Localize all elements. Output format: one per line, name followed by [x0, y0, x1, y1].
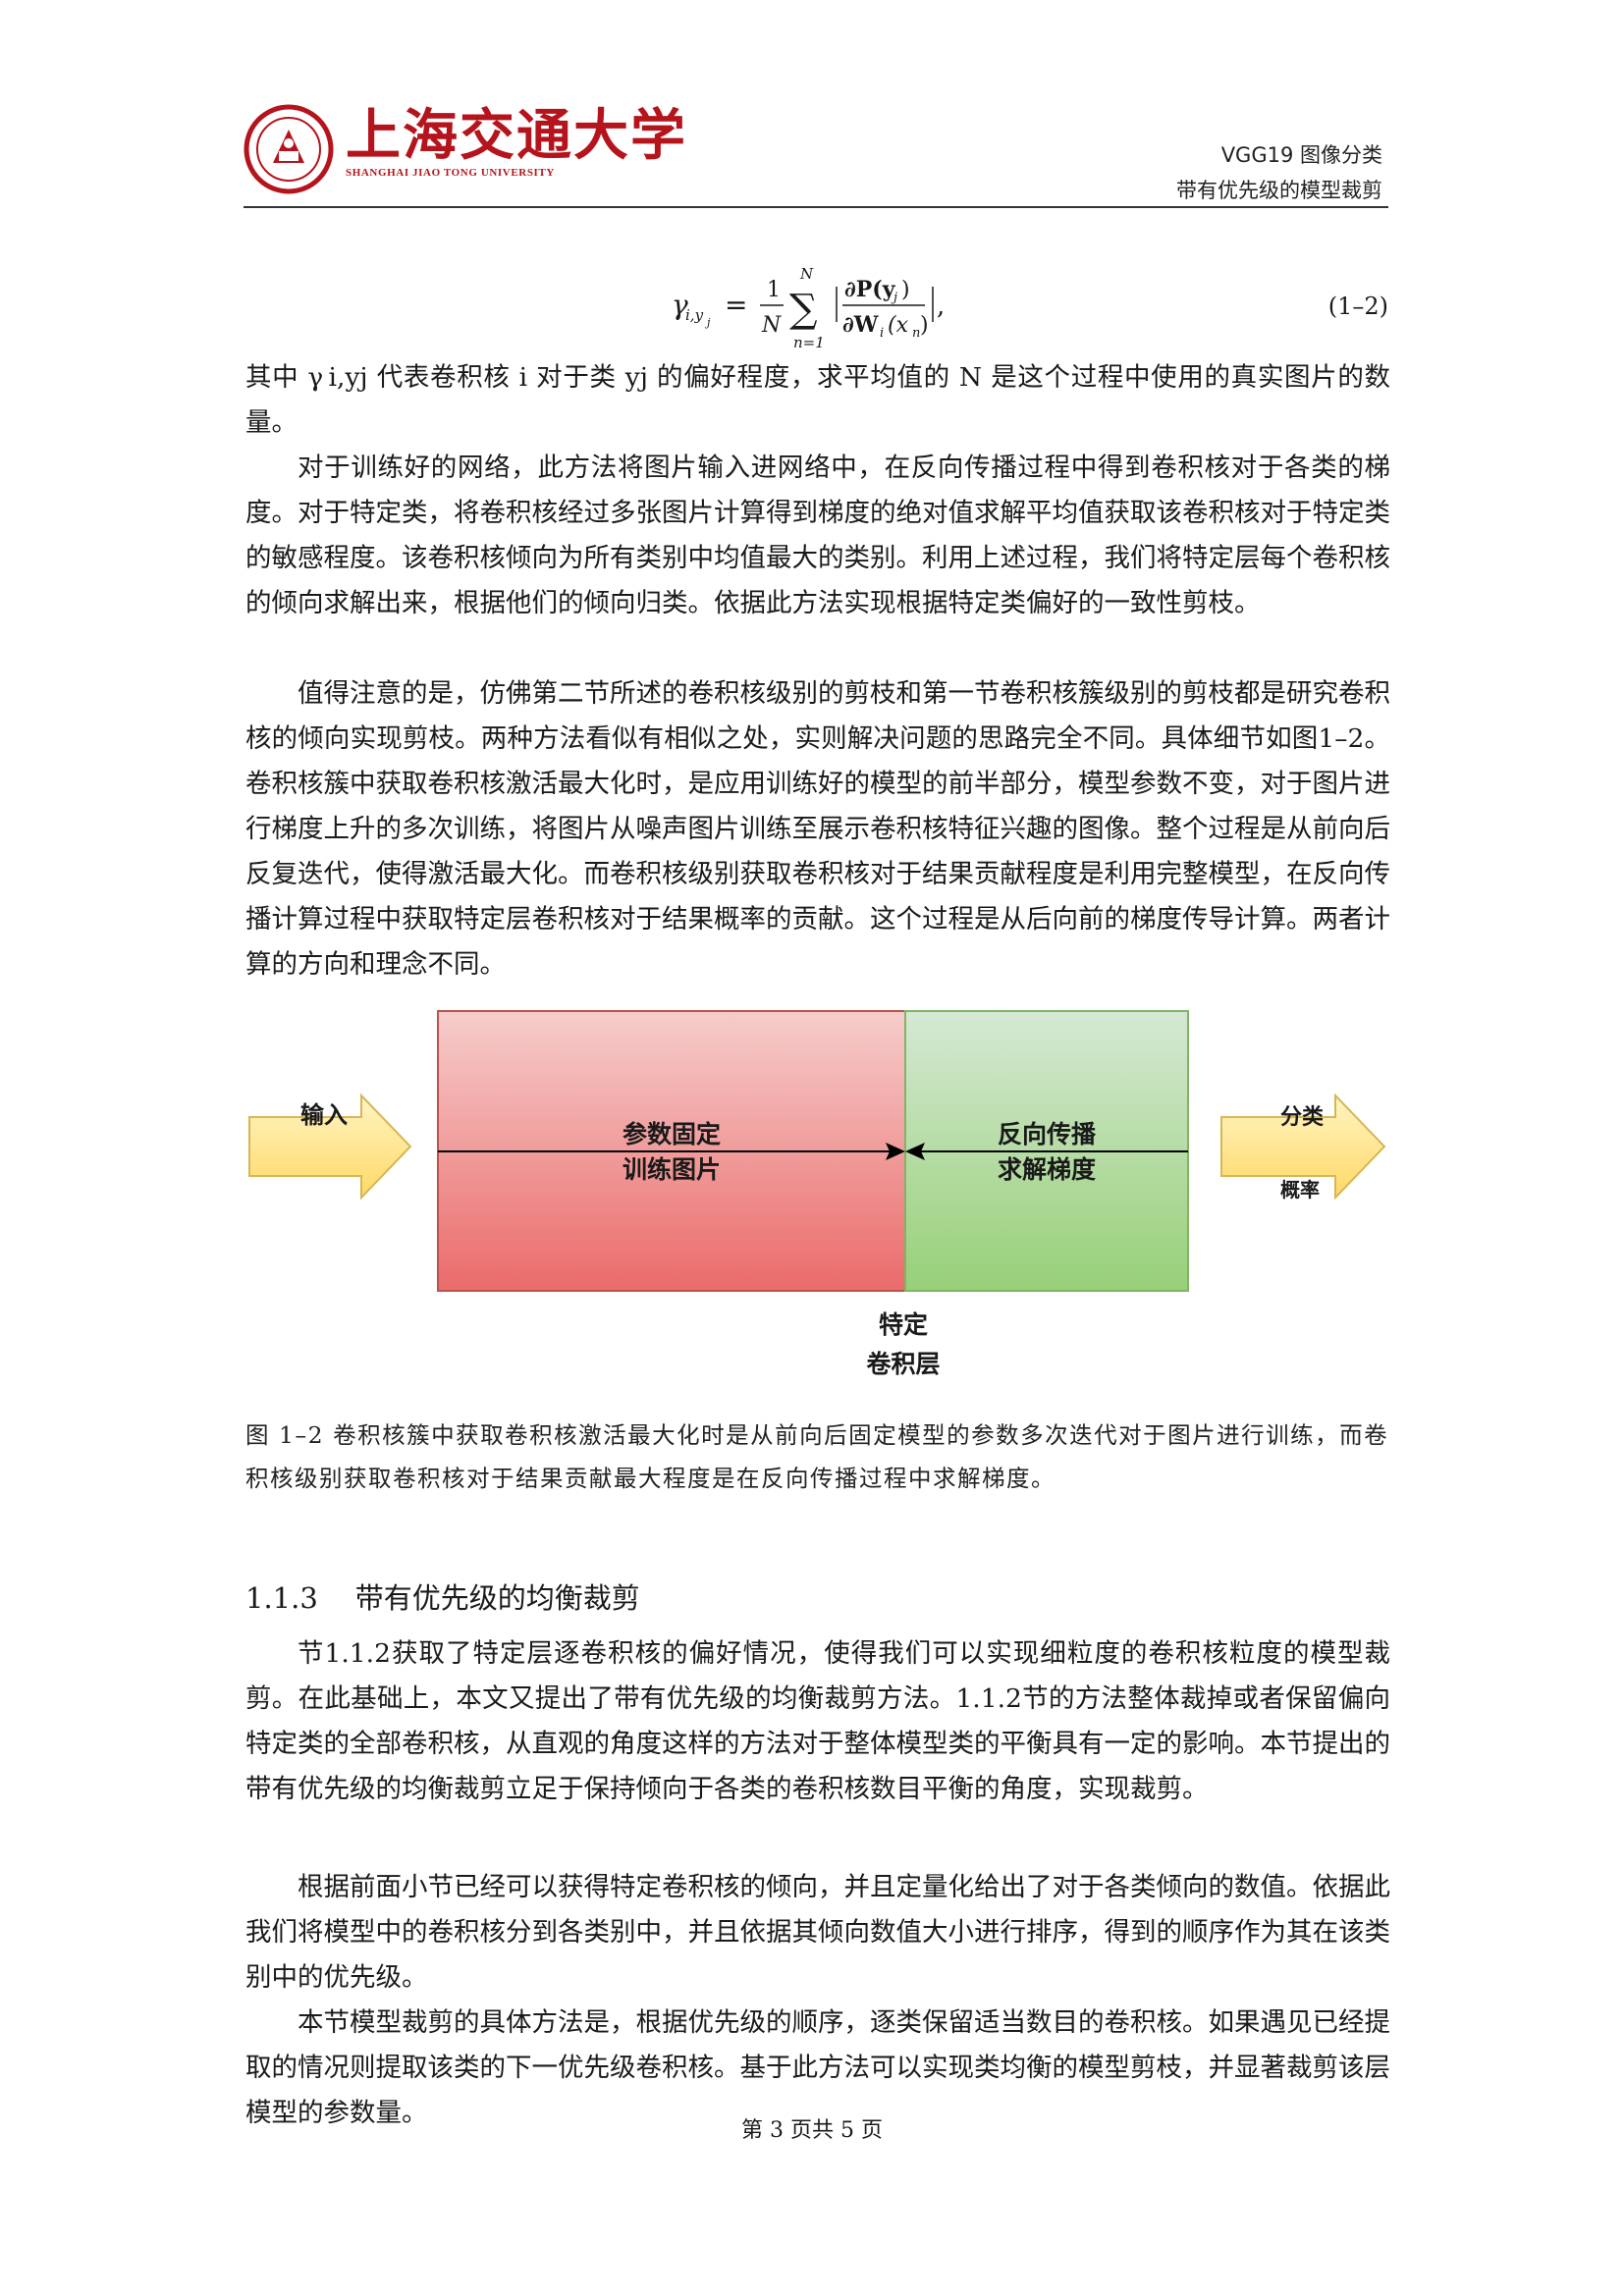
input-label: 输入: [300, 1101, 348, 1129]
paragraph-3: 值得注意的是，仿佛第二节所述的卷积核级别的剪枝和第一节卷积核簇级别的剪枝都是研究…: [245, 678, 1390, 980]
input-arrow-icon: [248, 1093, 412, 1201]
eq-sum-sign: ∑: [789, 287, 818, 332]
eq-frac2-den-arg: (x: [888, 313, 909, 338]
backprop-text: 反向传播 求解梯度: [905, 1117, 1188, 1188]
backprop-line1: 反向传播: [997, 1120, 1096, 1148]
equation-1-2: γ i,y j = 1 N N ∑ n=1 ∂P(y j ) ∂W i (x n…: [668, 257, 1060, 355]
eq-frac2-num: ∂P(y: [844, 277, 896, 302]
logo-english-name: SHANGHAI JIAO TONG UNIVERSITY: [346, 167, 555, 179]
logo-chinese-name: 上海交通大学: [346, 103, 687, 168]
eq-gamma: γ: [672, 289, 688, 321]
section-number: 1.1.3: [245, 1581, 318, 1615]
output-arrow-icon: [1220, 1093, 1386, 1201]
paragraph-4: 节1.1.2获取了特定层逐卷积核的偏好情况，使得我们可以实现细粒度的卷积核粒度的…: [245, 1638, 1390, 1804]
equation-render: γ i,y j = 1 N N ∑ n=1 ∂P(y j ) ∂W i (x n…: [672, 265, 945, 351]
backprop-line2: 求解梯度: [997, 1155, 1096, 1184]
eq-gamma-subsub: j: [704, 316, 711, 329]
figure-1-2: 输入 参数固定 训练图片 反向传播 求解梯度 分类 概率 特定 卷积层: [245, 999, 1390, 1392]
figure-diagram: [248, 1010, 1386, 1292]
eq-gamma-sub: i,y: [685, 306, 704, 324]
paragraph-6: 本节模型裁剪的具体方法是，根据优先级的顺序，逐类保留适当数目的卷积核。如果遇见已…: [245, 2007, 1390, 2128]
backward-arrowhead-icon: [905, 1143, 925, 1160]
fixed-params-line2: 训练图片: [622, 1155, 721, 1184]
eq-sum-lower: n=1: [793, 334, 825, 351]
eq-comma: ,: [937, 292, 945, 321]
fixed-params-line1: 参数固定: [622, 1120, 721, 1148]
eq-frac2-den-close: ): [920, 313, 929, 338]
logo: [244, 104, 334, 198]
university-seal-icon: [244, 104, 334, 194]
eq-sum-upper: N: [799, 265, 814, 283]
running-header-line2: 带有优先级的模型裁剪: [1176, 179, 1382, 202]
specific-layer-label: 特定 卷积层: [805, 1306, 1001, 1384]
eq-frac2-den: ∂W: [842, 312, 879, 338]
fixed-params-text: 参数固定 训练图片: [438, 1117, 905, 1188]
eq-frac2-num-sub: j: [891, 291, 897, 305]
forward-arrowhead-icon: [886, 1143, 905, 1160]
eq-frac2-den-argsub: n: [912, 326, 920, 341]
eq-frac1-num: 1: [767, 278, 781, 302]
page-footer: 第 3 页共 5 页: [741, 2118, 883, 2143]
running-header-line1: VGG19 图像分类: [1220, 143, 1382, 167]
eq-frac2-num-close: ): [901, 278, 910, 302]
paragraph-1: 其中 γ i,yj 代表卷积核 i 对于类 yj 的偏好程度，求平均值的 N 是…: [245, 362, 1390, 438]
eq-frac2-den-sub: i: [880, 326, 884, 341]
output-label-line1: 分类: [1280, 1105, 1325, 1130]
running-header: VGG19 图像分类 带有优先级的模型裁剪: [1176, 137, 1382, 208]
section-heading: 1.1.3 带有优先级的均衡裁剪: [245, 1575, 640, 1617]
figure-caption: 图 1–2 卷积核簇中获取卷积核激活最大化时是从前向后固定模型的参数多次迭代对于…: [245, 1421, 1389, 1492]
eq-equals: =: [725, 289, 747, 321]
specific-layer-line1: 特定: [878, 1310, 928, 1339]
output-label-line2: 概率: [1280, 1178, 1320, 1201]
eq-frac1-den: N: [761, 313, 782, 338]
equation-number: (1–2): [1327, 293, 1388, 320]
paragraph-2: 对于训练好的网络，此方法将图片输入进网络中，在反向传播过程中得到卷积核对于各类的…: [245, 453, 1390, 618]
paragraph-5: 根据前面小节已经可以获得特定卷积核的倾向，并且定量化给出了对于各类倾向的数值。依…: [245, 1872, 1390, 1993]
section-title: 带有优先级的均衡裁剪: [354, 1581, 640, 1615]
specific-layer-line2: 卷积层: [866, 1350, 941, 1378]
header-rule: [244, 206, 1388, 208]
